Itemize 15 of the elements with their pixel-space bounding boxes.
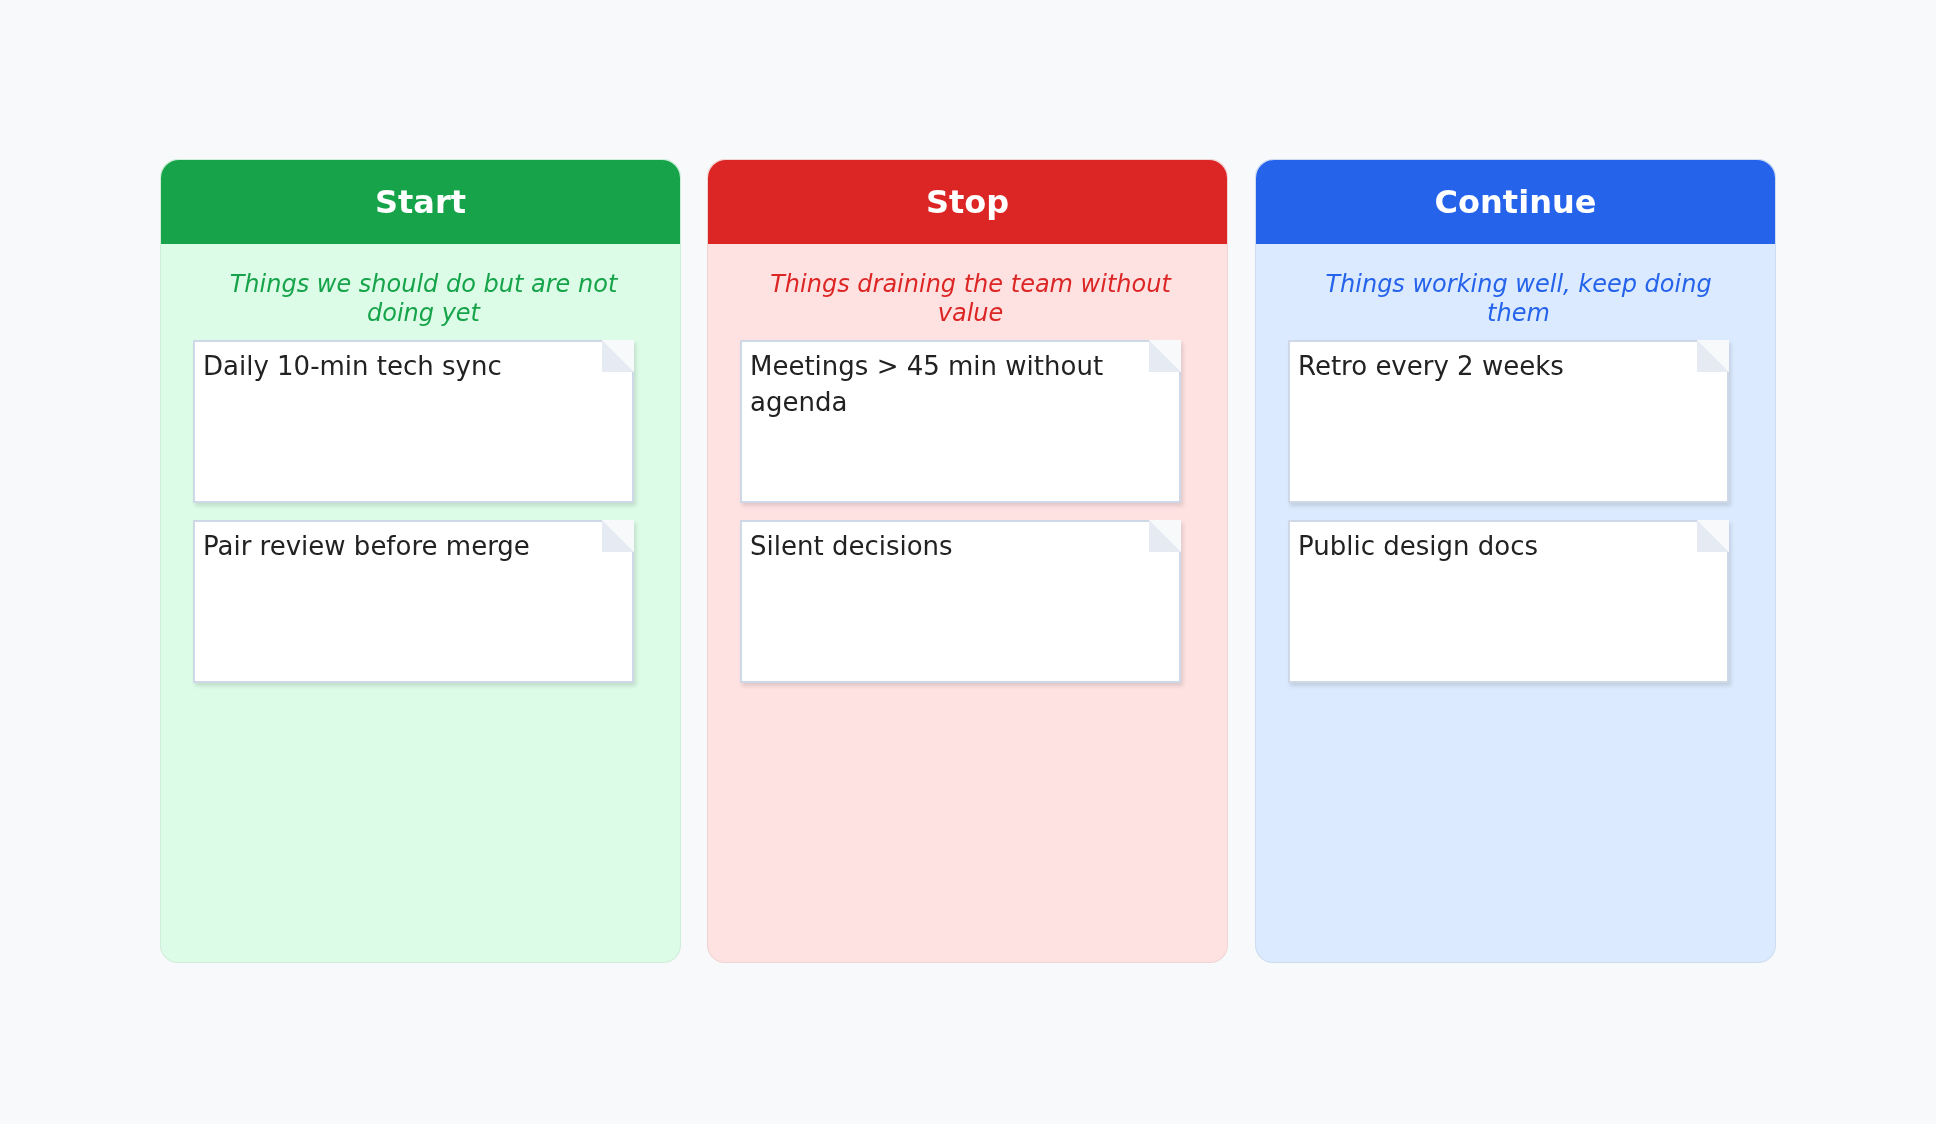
column-panel xyxy=(1255,159,1776,963)
column-subtitle: Things draining the team without value xyxy=(769,270,1173,328)
sticky-note: Public design docs xyxy=(1288,520,1729,683)
sticky-note: Meetings > 45 min without agenda xyxy=(740,340,1181,503)
sticky-note: Daily 10-min tech sync xyxy=(193,340,634,503)
column-header: Continue xyxy=(1256,160,1775,244)
column-panel xyxy=(707,159,1228,963)
sticky-note: Silent decisions xyxy=(740,520,1181,683)
column-header: Stop xyxy=(708,160,1227,244)
column-panel xyxy=(160,159,681,963)
column-subtitle: Things we should do but are not doing yet xyxy=(228,270,619,328)
column-subtitle: Things working well, keep doing them xyxy=(1324,270,1713,328)
column-header: Start xyxy=(161,160,680,244)
sticky-note: Retro every 2 weeks xyxy=(1288,340,1729,503)
sticky-note: Pair review before merge xyxy=(193,520,634,683)
